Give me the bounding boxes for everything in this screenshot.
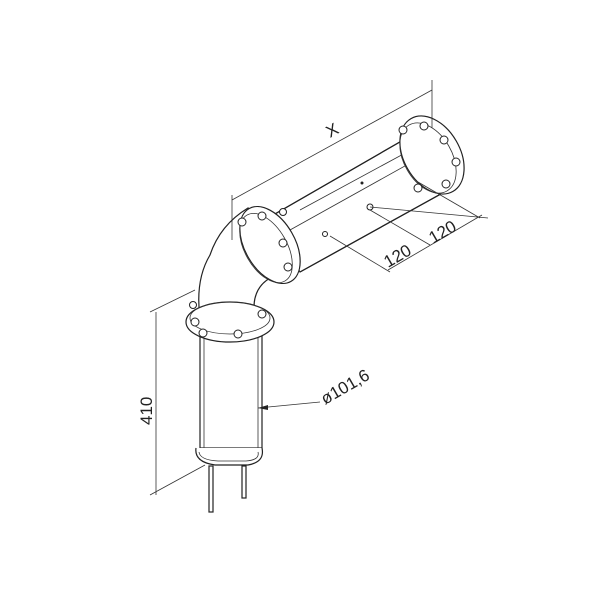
svg-text:ø101,6: ø101,6 <box>318 366 373 409</box>
dimension-diameter: ø101,6 <box>257 366 373 410</box>
base-plate <box>195 447 264 466</box>
svg-text:410: 410 <box>137 397 156 425</box>
anchor-rods <box>208 465 247 513</box>
dimension-height: 410 <box>137 289 206 496</box>
right-flange <box>398 115 465 195</box>
svg-text:X: X <box>323 119 342 141</box>
vertical-pipe <box>199 329 263 449</box>
elbow-upper-flange <box>237 205 301 285</box>
lower-flange <box>185 301 275 343</box>
svg-text:120: 120 <box>381 241 415 272</box>
svg-text:120: 120 <box>426 217 460 248</box>
